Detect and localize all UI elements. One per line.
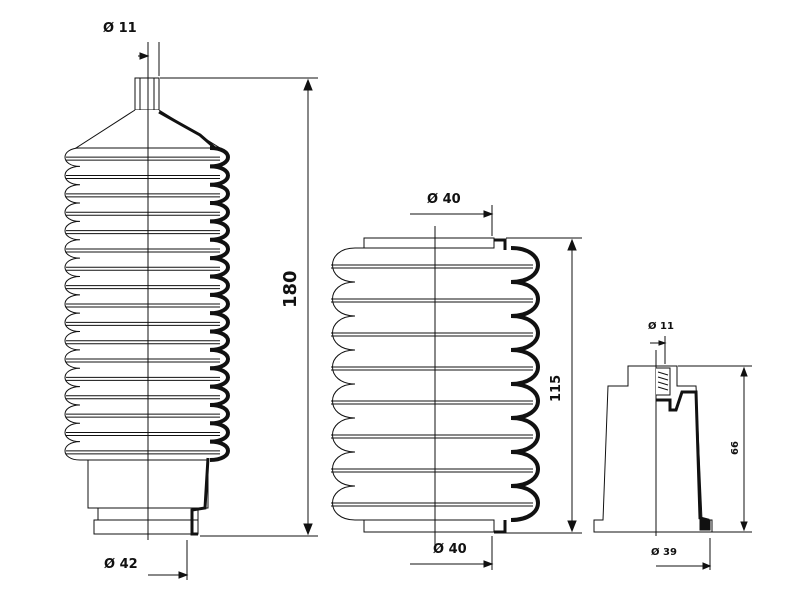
steering-boot-short: [593, 350, 713, 536]
boot3-length-label: 66: [730, 441, 741, 455]
boot2-top-diameter-label: Ø 40: [427, 192, 461, 207]
boot2-bottom-diameter-label: Ø 40: [433, 542, 467, 557]
boot3-top-diameter-label: Ø 11: [648, 320, 674, 332]
boot1-length-label: 180: [280, 270, 301, 308]
boot1-dimensions: [138, 42, 318, 580]
boot3-thread: [656, 367, 671, 396]
boot1-top-diameter-label: Ø 11: [103, 21, 137, 36]
boot2-dimensions: [410, 205, 582, 570]
boot1-right-profile: [209, 146, 230, 462]
boot1-bottom-diameter-label: Ø 42: [104, 557, 138, 572]
boot3-dimensions: [650, 336, 752, 570]
boot2-length-label: 115: [549, 375, 564, 402]
boot2-left-profile: [332, 247, 436, 521]
steering-boot-medium: [331, 226, 540, 545]
boot3-bottom-diameter-label: Ø 39: [651, 546, 677, 558]
steering-boot-long: [64, 70, 230, 540]
boot2-right-profile: [510, 246, 540, 522]
